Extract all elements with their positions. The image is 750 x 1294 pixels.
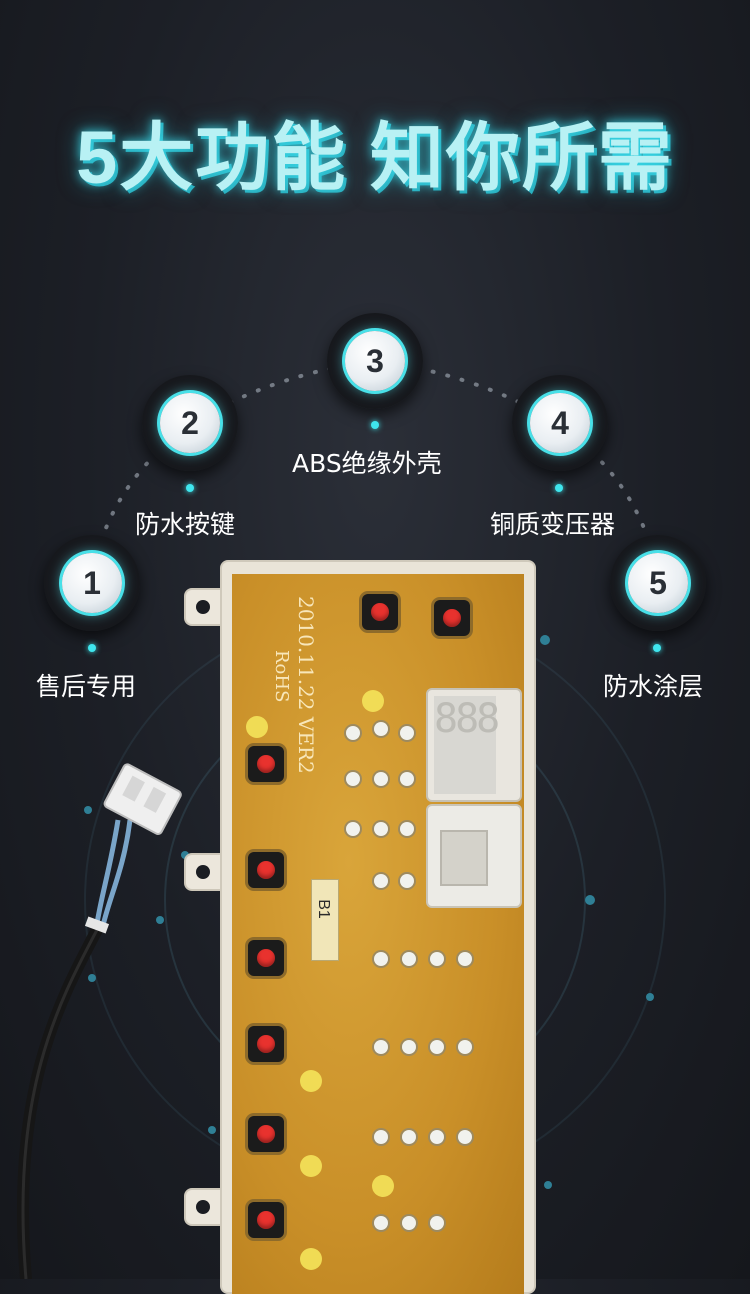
push-button (248, 1116, 284, 1152)
sticker-label: B1 (314, 899, 332, 919)
push-button (248, 1026, 284, 1062)
led (374, 874, 388, 888)
feature-2-number: 2 (160, 393, 220, 453)
led (346, 726, 360, 740)
push-button (248, 940, 284, 976)
silk-date: 2010.11.22 VER2 (294, 596, 318, 774)
led (402, 1130, 416, 1144)
led (430, 1040, 444, 1054)
solder-pad (246, 716, 268, 738)
led (374, 952, 388, 966)
push-button (248, 852, 284, 888)
led (458, 1130, 472, 1144)
push-button (248, 746, 284, 782)
led (346, 822, 360, 836)
board-sticker: B1 (312, 880, 338, 960)
push-button (434, 600, 470, 636)
feature-4-badge: 4 (512, 375, 608, 471)
wire-connector-socket (428, 806, 520, 906)
feature-2-label: 防水按键 (135, 510, 236, 539)
silk-rohs: RoHS (271, 650, 292, 703)
solder-pad (300, 1155, 322, 1177)
led (402, 1216, 416, 1230)
connector-slot (440, 830, 488, 886)
display-digits: 888 (434, 696, 500, 794)
feature-3-number: 3 (345, 331, 405, 391)
led (402, 1040, 416, 1054)
led (458, 952, 472, 966)
push-button (362, 594, 398, 630)
led (374, 1040, 388, 1054)
led (374, 822, 388, 836)
led (374, 772, 388, 786)
mount-tab (186, 590, 224, 624)
solder-pad (300, 1070, 322, 1092)
mount-tab (186, 1190, 224, 1224)
feature-3-label: ABS绝缘外壳 (292, 449, 442, 478)
led (400, 874, 414, 888)
feature-3-badge: 3 (327, 313, 423, 409)
feature-5-number: 5 (628, 553, 688, 613)
led-display: 888 (428, 690, 520, 800)
solder-pad (362, 690, 384, 712)
solder-pad (372, 1175, 394, 1197)
feature-4-number: 4 (530, 393, 590, 453)
feature-3-dot (371, 421, 379, 429)
solder-pad (300, 1248, 322, 1270)
feature-5-badge: 5 (610, 535, 706, 631)
feature-5-dot (653, 644, 661, 652)
led (400, 822, 414, 836)
led (430, 1216, 444, 1230)
led (400, 726, 414, 740)
led (374, 1130, 388, 1144)
wire-harness (16, 763, 182, 1279)
feature-1-badge: 1 (44, 535, 140, 631)
led (458, 1040, 472, 1054)
led (402, 952, 416, 966)
feature-2-dot (186, 484, 194, 492)
feature-1-number: 1 (62, 553, 122, 613)
feature-2-badge: 2 (142, 375, 238, 471)
feature-4-dot (555, 484, 563, 492)
push-button (248, 1202, 284, 1238)
feature-1-label: 售后专用 (36, 672, 137, 701)
led (346, 772, 360, 786)
led (430, 1130, 444, 1144)
headline: 5大功能 知你所需 (76, 116, 674, 199)
led (374, 1216, 388, 1230)
feature-4-label: 铜质变压器 (490, 510, 616, 539)
led (400, 772, 414, 786)
led (374, 722, 388, 736)
feature-5-label: 防水涂层 (603, 672, 704, 701)
feature-1-dot (88, 644, 96, 652)
mount-tab (186, 855, 224, 889)
led (430, 952, 444, 966)
